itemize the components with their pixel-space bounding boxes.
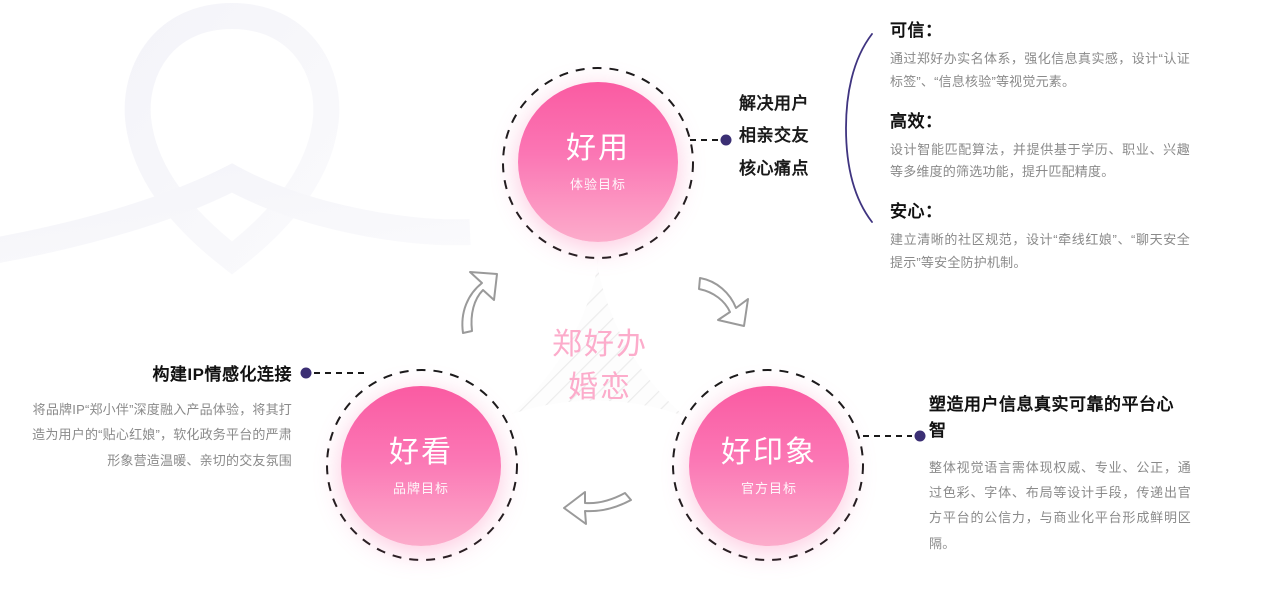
panel-group-gaoxiao-heading: 高效： xyxy=(890,111,943,131)
node-haoyong-title: 好用 xyxy=(566,131,630,165)
callout-bottomright: 塑造用户信息真实可靠的平台心智 整体视觉语言需体现权威、专业、公正，通过色彩、字… xyxy=(929,392,1191,556)
dashed-ring-haoyong xyxy=(502,67,694,259)
node-haokan-subtitle: 品牌目标 xyxy=(392,480,449,496)
cycle-arrow-left xyxy=(461,271,498,334)
node-haoyinxiang-subtitle: 官方目标 xyxy=(740,480,797,496)
callout-left-heading: 构建IP情感化连接 xyxy=(152,365,292,384)
dashed-ring-haokan xyxy=(326,369,518,561)
callout-bottomright-body: 整体视觉语言需体现权威、专业、公正，通过色彩、字体、布局等设计手段，传递出官方平… xyxy=(929,459,1191,551)
node-haoyinxiang[interactable]: 好印象 官方目标 xyxy=(689,386,849,546)
callout-top: 解决用户 相亲交友 核心痛点 xyxy=(739,88,859,185)
panel-group-kexin: 可信： 通过郑好办实名体系，强化信息真实感，设计“认证标签”、“信息核验”等视觉… xyxy=(890,16,1190,94)
callout-left: 构建IP情感化连接 将品牌IP“郑小伴”深度融入产品体验，将其打造为用户的“贴心… xyxy=(22,360,292,473)
node-haoyong-subtitle: 体验目标 xyxy=(569,176,626,192)
dashed-ring-haoyinxiang xyxy=(672,369,864,561)
callout-left-body: 将品牌IP“郑小伴”深度融入产品体验，将其打造为用户的“贴心红娘”，软化政务平台… xyxy=(32,402,292,468)
callout-bottomright-heading: 塑造用户信息真实可靠的平台心智 xyxy=(929,395,1174,441)
panel-right: 可信： 通过郑好办实名体系，强化信息真实感，设计“认证标签”、“信息核验”等视觉… xyxy=(890,16,1190,288)
panel-group-gaoxiao-body: 设计智能匹配算法，并提供基于学历、职业、兴趣等多维度的筛选功能，提升匹配精度。 xyxy=(890,141,1190,180)
node-haoyong[interactable]: 好用 体验目标 xyxy=(518,82,678,242)
callout-top-line-2: 相亲交友 xyxy=(739,126,809,146)
center-label-line2: 婚恋 xyxy=(568,370,632,404)
callout-top-line-3: 核心痛点 xyxy=(739,158,809,178)
panel-group-anxin-body: 建立清晰的社区规范，设计“牵线红娘”、“聊天安全提示”等安全防护机制。 xyxy=(890,232,1190,270)
node-haokan[interactable]: 好看 品牌目标 xyxy=(341,386,501,546)
panel-group-kexin-heading: 可信： xyxy=(890,21,943,40)
node-haokan-title: 好看 xyxy=(389,435,453,469)
cycle-arrow-right xyxy=(698,277,749,327)
cycle-arrow-bottom xyxy=(563,491,632,525)
panel-group-gaoxiao: 高效： 设计智能匹配算法，并提供基于学历、职业、兴趣等多维度的筛选功能，提升匹配… xyxy=(890,107,1190,185)
hatched-cycle-region xyxy=(422,163,768,465)
center-brand-label: 郑好办 婚恋 xyxy=(510,324,690,409)
panel-group-anxin-heading: 安心： xyxy=(890,202,943,221)
center-label-line1: 郑好办 xyxy=(552,328,648,361)
node-haoyinxiang-title: 好印象 xyxy=(721,435,817,469)
panel-group-anxin: 安心： 建立清晰的社区规范，设计“牵线红娘”、“聊天安全提示”等安全防护机制。 xyxy=(890,197,1190,275)
callout-top-line-1: 解决用户 xyxy=(739,94,809,113)
panel-group-kexin-body: 通过郑好办实名体系，强化信息真实感，设计“认证标签”、“信息核验”等视觉元素。 xyxy=(890,51,1190,89)
